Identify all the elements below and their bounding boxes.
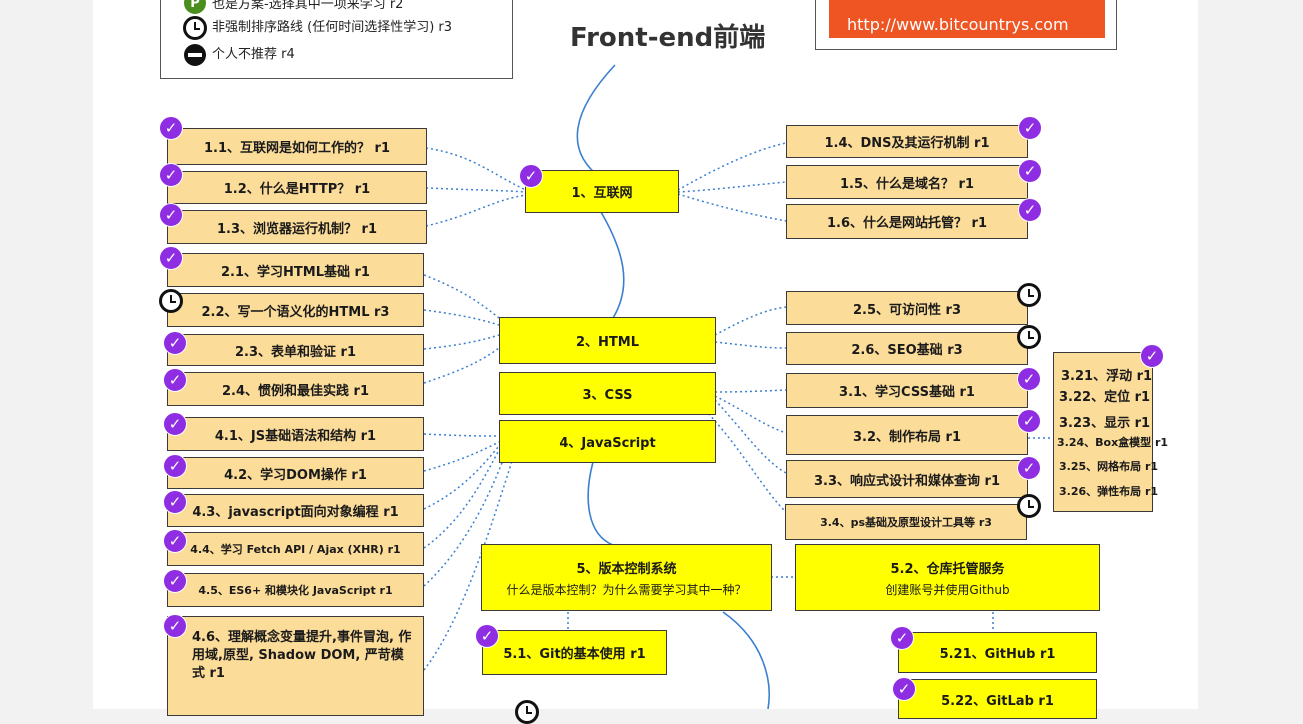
node-git-basics[interactable]: 5.1、Git的基本使用 r1 [482,630,667,675]
page-title: Front-end前端 [570,23,766,53]
node-gitlab[interactable]: 5.22、GitLab r1 [898,679,1097,719]
connector-lines [423,64,1051,709]
check-icon: ✓ [159,246,183,270]
layout-sublist [1053,352,1153,512]
node-2-3[interactable]: 2.3、表单和验证 r1 [167,334,424,366]
sublist-item-float[interactable]: 3.21、浮动 r1 [1061,369,1153,384]
node-1-4[interactable]: 1.4、DNS及其运行机制 r1 [786,125,1028,158]
node-1-3[interactable]: 1.3、浏览器运行机制？ r1 [167,210,427,244]
node-4-1[interactable]: 4.1、JS基础语法和结构 r1 [167,417,424,451]
node-3-1[interactable]: 3.1、学习CSS基础 r1 [786,373,1028,408]
sublist-item-box-model[interactable]: 3.24、Box盒模型 r1 [1057,436,1169,449]
check-icon: ✓ [1017,367,1041,391]
spine-4 [722,611,770,709]
node-3-2[interactable]: 3.2、制作布局 r1 [786,415,1028,455]
node-1-5[interactable]: 1.5、什么是域名？ r1 [786,165,1028,199]
check-icon: ✓ [475,624,499,648]
check-icon: ✓ [1140,344,1164,368]
node-4-6[interactable]: 4.6、理解概念变量提升,事件冒泡, 作用域,原型, Shadow DOM, 严… [167,616,424,716]
legend-box [160,0,513,79]
clock-icon [1017,325,1041,349]
spine-1 [576,64,616,179]
check-icon: ✓ [163,569,187,593]
check-icon: ✓ [1017,409,1041,433]
check-icon: ✓ [163,529,187,553]
node-2-6[interactable]: 2.6、SEO基础 r3 [786,332,1028,365]
node-3-4[interactable]: 3.4、ps基础及原型设计工具等 r3 [785,504,1027,540]
clock-icon [159,289,183,313]
node-css[interactable]: 3、CSS [499,372,716,415]
node-version-control-title: 5、版本控制系统 [576,561,677,577]
node-version-control[interactable]: 5、版本控制系统 什么是版本控制？为什么需要学习其中一种？ [481,544,772,611]
check-icon: ✓ [159,163,183,187]
node-4-2[interactable]: 4.2、学习DOM操作 r1 [167,457,424,489]
clock-icon [515,700,539,724]
node-2-2[interactable]: 2.2、写一个语义化的HTML r3 [167,293,424,327]
node-version-control-sub: 什么是版本控制？为什么需要学习其中一种？ [506,582,747,597]
check-icon: ✓ [1017,456,1041,480]
check-icon: ✓ [1018,198,1042,222]
node-1-6[interactable]: 1.6、什么是网站托管？ r1 [786,204,1028,239]
node-javascript[interactable]: 4、JavaScript [499,420,716,463]
check-icon: ✓ [163,454,187,478]
site-url-link[interactable]: http://www.bitcountrys.com [829,0,1105,38]
node-3-3[interactable]: 3.3、响应式设计和媒体查询 r1 [786,460,1028,498]
sublist-item-grid[interactable]: 3.25、网格布局 r1 [1059,460,1159,473]
check-icon: ✓ [519,164,543,188]
sublist-item-flex[interactable]: 3.26、弹性布局 r1 [1059,485,1159,498]
node-4-5[interactable]: 4.5、ES6+ 和模块化 JavaScript r1 [167,573,424,607]
node-2-5[interactable]: 2.5、可访问性 r3 [786,291,1028,325]
check-icon: ✓ [163,490,187,514]
node-repo-hosting[interactable]: 5.2、仓库托管服务 创建账号并使用Github [795,544,1100,611]
sublist-item-position[interactable]: 3.22、定位 r1 [1059,390,1151,405]
check-icon: ✓ [890,626,914,650]
node-4-4[interactable]: 4.4、学习 Fetch API / Ajax (XHR) r1 [167,532,424,566]
legend-clock-icon [183,16,207,40]
roadmap-canvas: P 也是方案-选择其中一项来学习 r2 非强制排序路线 (任何时间选择性学习) … [93,0,1198,724]
check-icon: ✓ [163,614,187,638]
node-repo-hosting-sub: 创建账号并使用Github [885,582,1010,597]
sublist-item-display[interactable]: 3.23、显示 r1 [1059,416,1151,431]
check-icon: ✓ [163,412,187,436]
check-icon: ✓ [892,677,916,701]
legend-partial-text: 也是方案-选择其中一项来学习 r2 [212,0,404,12]
check-icon: ✓ [163,368,187,392]
spine-2 [600,211,625,319]
check-icon: ✓ [1018,116,1042,140]
legend-minus-icon [184,44,206,66]
legend-minus-text: 个人不推荐 r4 [212,47,295,62]
spine-3 [587,461,614,546]
node-1-1[interactable]: 1.1、互联网是如何工作的？ r1 [167,128,427,165]
check-icon: ✓ [163,331,187,355]
legend-clock-text: 非强制排序路线 (任何时间选择性学习) r3 [212,20,453,35]
check-icon: ✓ [1018,159,1042,183]
node-internet[interactable]: 1、互联网 [525,170,679,213]
node-html[interactable]: 2、HTML [499,317,716,364]
clock-icon [1017,494,1041,518]
node-repo-hosting-title: 5.2、仓库托管服务 [890,561,1005,577]
node-2-1[interactable]: 2.1、学习HTML基础 r1 [167,253,424,287]
check-icon: ✓ [159,116,183,140]
node-2-4[interactable]: 2.4、惯例和最佳实践 r1 [167,372,424,406]
node-github[interactable]: 5.21、GitHub r1 [898,632,1097,673]
node-4-3[interactable]: 4.3、javascript面向对象编程 r1 [167,494,424,527]
partial-icon: P [184,0,206,14]
node-1-2[interactable]: 1.2、什么是HTTP？ r1 [167,171,427,204]
check-icon: ✓ [159,203,183,227]
clock-icon [1017,283,1041,307]
